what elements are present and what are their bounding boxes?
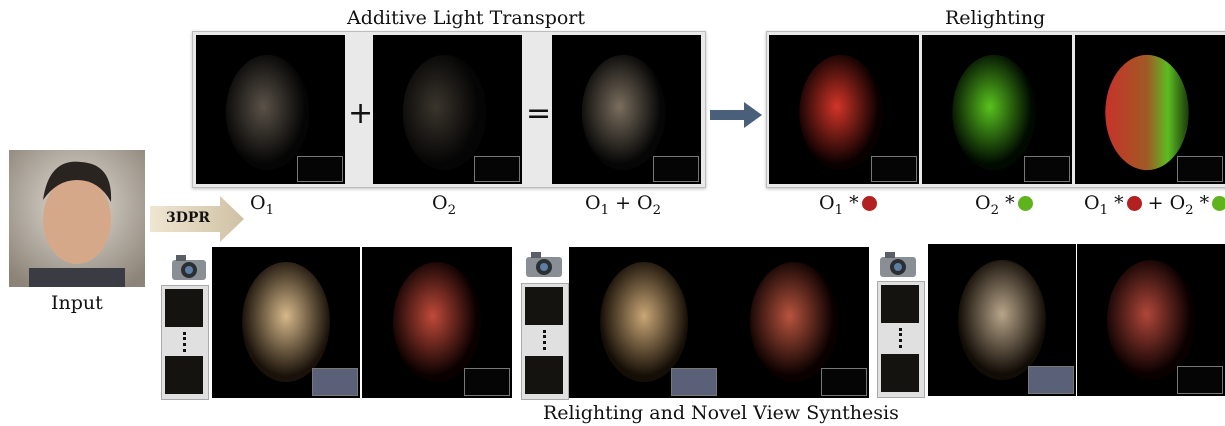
novel-view-2-red	[719, 247, 869, 398]
o2-face-image	[373, 35, 522, 184]
equals-operator: =	[526, 96, 552, 131]
light-thumbnail-column	[521, 283, 569, 400]
novel-view-2-warm	[569, 247, 719, 398]
combined-relight-label: O1 * + O2 *	[1084, 192, 1225, 218]
input-label: Input	[51, 292, 103, 314]
red-light-dot	[861, 196, 877, 211]
env-map-inset	[312, 368, 358, 396]
light-thumbnail-column	[877, 281, 925, 398]
red-relit-face-image	[769, 35, 919, 184]
novel-view-1-red	[362, 247, 512, 398]
red-light-inset	[871, 156, 917, 182]
green-light-inset	[1024, 156, 1070, 182]
method-label: 3DPR	[166, 210, 211, 226]
o1-label: O1	[250, 192, 275, 218]
light-thumbnail-top	[881, 285, 919, 323]
camera-icon	[172, 255, 206, 280]
o2-label: O2	[432, 192, 457, 218]
right-arrow-icon	[710, 102, 762, 128]
relighting-novel-view-title: Relighting and Novel View Synthesis	[543, 402, 899, 424]
red-green-light-inset	[1177, 156, 1223, 182]
green-light-dot	[1212, 196, 1225, 211]
green-relit-face-image	[922, 35, 1072, 184]
ellipsis-dots	[899, 328, 905, 348]
ellipsis-dots	[183, 332, 189, 352]
red-light-dot	[1126, 196, 1142, 211]
o1-red-label: O1 *	[819, 192, 877, 218]
relighting-title: Relighting	[945, 7, 1046, 29]
plus-operator: +	[348, 96, 374, 131]
input-face-image	[9, 150, 145, 287]
novel-view-3-red	[1077, 244, 1225, 396]
env-map-inset	[1028, 366, 1074, 394]
additive-light-transport-title: Additive Light Transport	[347, 7, 586, 29]
red-green-relit-face-image	[1075, 35, 1225, 184]
ellipsis-dots	[543, 330, 549, 350]
o2-light-inset	[474, 156, 520, 182]
point-light-inset	[821, 368, 867, 396]
light-thumbnail-bottom	[165, 356, 203, 394]
o1-plus-o2-face-image	[552, 35, 701, 184]
light-thumbnail-top	[165, 289, 203, 327]
light-thumbnail-bottom	[525, 356, 563, 394]
o1-plus-o2-label: O1 + O2	[585, 192, 662, 218]
camera-icon	[526, 252, 562, 277]
point-light-inset	[464, 368, 510, 396]
o1-face-image	[196, 35, 345, 184]
point-light-inset	[1177, 366, 1223, 394]
o1-light-inset	[297, 156, 343, 182]
camera-icon	[880, 252, 916, 277]
novel-view-1-warm	[212, 247, 360, 398]
o2-green-label: O2 *	[975, 192, 1033, 218]
env-map-inset	[671, 368, 717, 396]
light-thumbnail-top	[525, 287, 563, 325]
method-arrow	[150, 196, 244, 242]
light-thumbnail-column	[161, 285, 209, 400]
sum-light-inset	[653, 156, 699, 182]
novel-view-3-warm	[928, 244, 1076, 396]
green-light-dot	[1017, 196, 1033, 211]
light-thumbnail-bottom	[881, 354, 919, 392]
